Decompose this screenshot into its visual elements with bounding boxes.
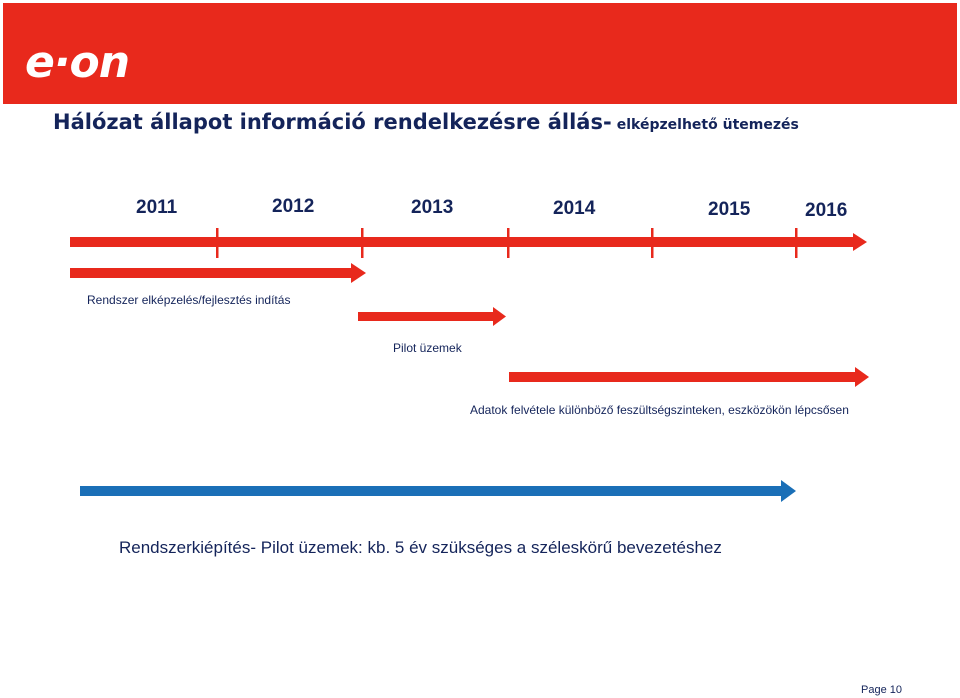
year-2015: 2015 <box>708 199 751 220</box>
summary-arrow <box>80 480 796 502</box>
timeline-tick <box>651 228 654 258</box>
timeline-tick <box>361 228 364 258</box>
phase-label-2: Pilot üzemek <box>393 341 462 355</box>
timeline-main-arrow <box>70 233 867 251</box>
summary-label: Rendszerkiépítés- Pilot üzemek: kb. 5 év… <box>119 538 722 557</box>
timeline-tick <box>507 228 510 258</box>
year-2016: 2016 <box>805 200 848 221</box>
phase-label-1: Rendszer elképzelés/fejlesztés indítás <box>87 293 291 307</box>
page-number: Page 10 <box>861 684 902 696</box>
year-2011: 2011 <box>136 197 178 218</box>
title-sub: elképzelhető ütemezés <box>616 117 799 133</box>
phase-arrow-1 <box>70 263 366 283</box>
phase-label-3: Adatok felvétele különböző feszültségszi… <box>470 403 849 417</box>
year-2013: 2013 <box>411 197 454 218</box>
eon-logo: e·on <box>25 37 130 88</box>
page-title: Hálózat állapot információ rendelkezésre… <box>53 110 799 134</box>
timeline-tick <box>216 228 219 258</box>
year-2014: 2014 <box>553 198 596 219</box>
phase-arrow-3 <box>509 367 869 387</box>
year-2012: 2012 <box>272 196 315 217</box>
phase-arrow-2 <box>358 307 506 326</box>
title-main: Hálózat állapot információ rendelkezésre… <box>53 110 612 134</box>
header-bar: e·on <box>3 3 957 104</box>
timeline-tick <box>795 228 798 258</box>
